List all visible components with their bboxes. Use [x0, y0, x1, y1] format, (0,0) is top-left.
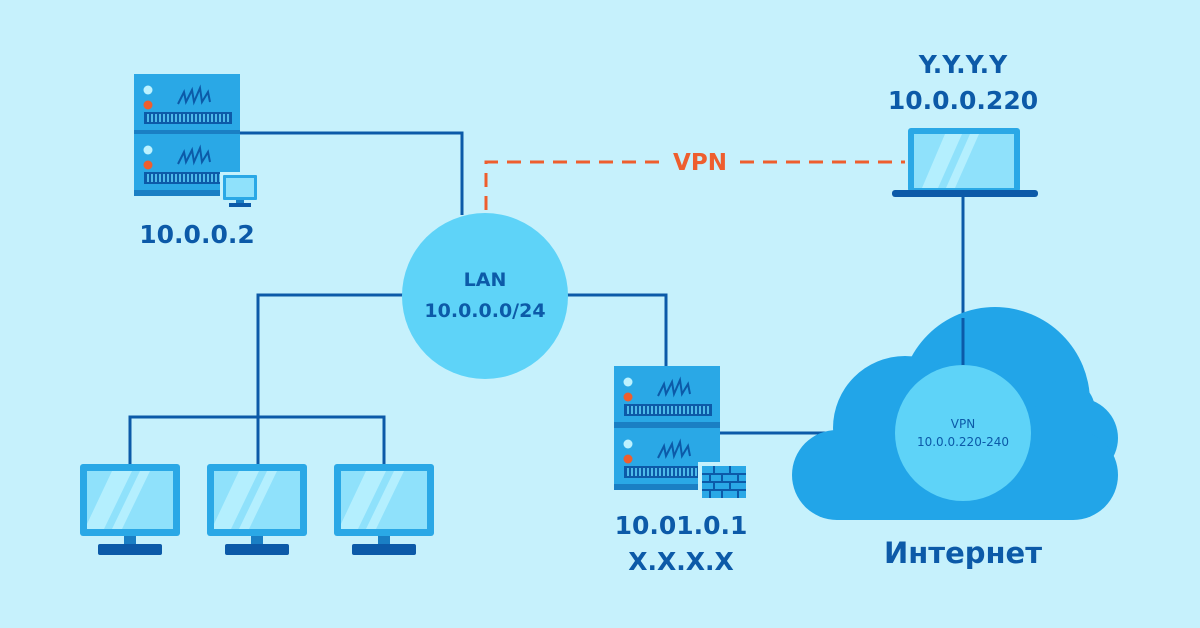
gateway-server[interactable]: 10.01.0.1 X.X.X.X [614, 366, 750, 576]
monitor-icon[interactable] [334, 464, 434, 555]
laptop-ip: 10.0.0.220 [888, 86, 1038, 115]
server-top-left-ip: 10.0.0.2 [139, 220, 254, 249]
link-server-to-lan [238, 131, 464, 215]
lan-hub-name: LAN [464, 269, 507, 291]
laptop[interactable]: Y.Y.Y.Y 10.0.0.220 [888, 50, 1038, 197]
vpn-pool-range: 10.0.0.220-240 [917, 435, 1009, 449]
link-lan-to-gateway [567, 293, 668, 368]
workstation-monitors [80, 464, 434, 555]
laptop-icon [892, 128, 1038, 197]
server-icon [614, 366, 720, 428]
gateway-external: X.X.X.X [628, 547, 734, 576]
firewall-icon [698, 462, 750, 502]
monitor-icon [220, 172, 260, 207]
server-top-left[interactable]: 10.0.0.2 [134, 74, 260, 249]
cloud-name: Интернет [884, 536, 1042, 570]
lan-hub[interactable]: LAN 10.0.0.0/24 [402, 213, 568, 379]
vpn-pool-label: VPN [951, 417, 975, 431]
monitor-icon[interactable] [80, 464, 180, 555]
lan-hub-subnet: 10.0.0.0/24 [424, 300, 545, 322]
laptop-label-top: Y.Y.Y.Y [918, 50, 1008, 79]
gateway-ip: 10.01.0.1 [615, 511, 748, 540]
vpn-pool-circle [895, 365, 1031, 501]
vpn-link: VPN [484, 150, 905, 210]
connection-lines [128, 131, 965, 468]
lan-hub-circle [402, 213, 568, 379]
link-lan-to-monitors [256, 293, 404, 417]
server-icon [134, 74, 240, 136]
vpn-link-label: VPN [673, 150, 727, 176]
internet-cloud[interactable]: VPN 10.0.0.220-240 Интернет [792, 307, 1118, 570]
monitor-icon[interactable] [207, 464, 307, 555]
